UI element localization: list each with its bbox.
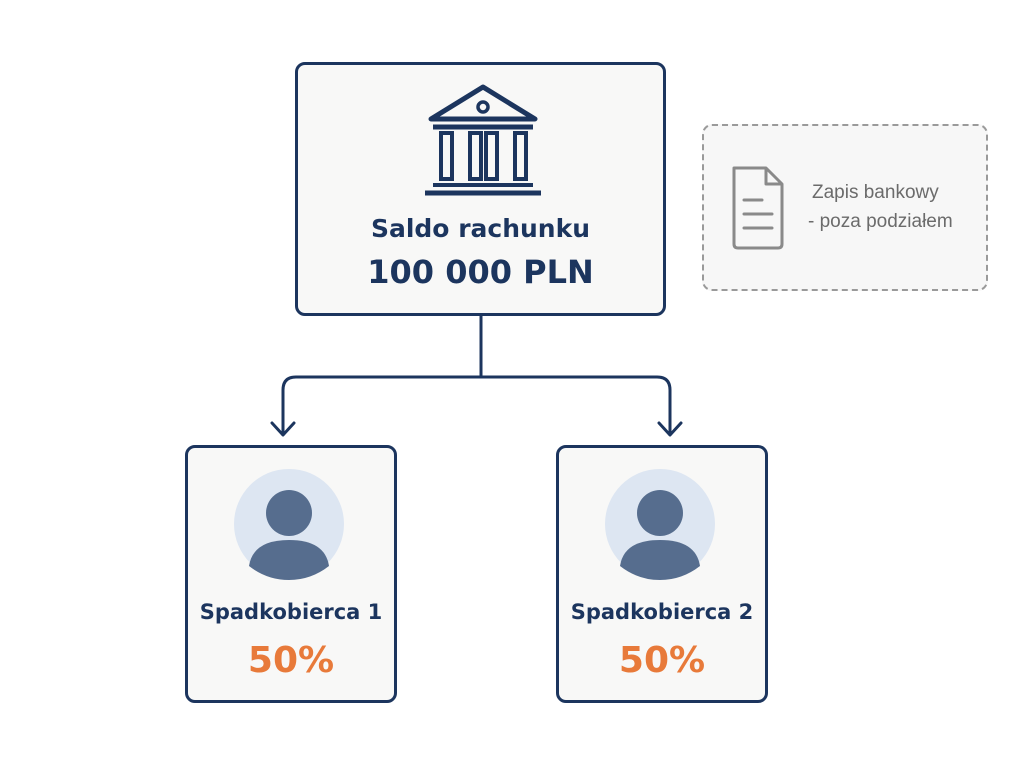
person-icon <box>605 469 715 580</box>
note-line-1: Zapis bankowy <box>812 182 939 203</box>
note-line-2: - poza podziałem <box>808 211 953 232</box>
bank-note-box: Zapis bankowy - poza podziałem <box>702 124 988 291</box>
document-icon <box>732 166 784 250</box>
heir-box-1: Spadkobierca 1 50% <box>185 445 397 703</box>
arrowhead-left <box>270 421 296 437</box>
connector-branch-left <box>281 375 481 433</box>
bank-icon <box>425 84 541 196</box>
heir-share-2: 50% <box>618 640 706 681</box>
heir-name-2: Spadkobierca 2 <box>570 600 754 624</box>
heir-box-2: Spadkobierca 2 50% <box>556 445 768 703</box>
heir-share-1: 50% <box>247 640 335 681</box>
account-balance-box: Saldo rachunku 100 000 PLN <box>295 62 666 316</box>
account-amount: 100 000 PLN <box>367 253 594 291</box>
connector-branch-right <box>481 375 672 433</box>
heir-name-1: Spadkobierca 1 <box>199 600 383 624</box>
account-label: Saldo rachunku <box>370 214 591 243</box>
arrowhead-right <box>657 421 683 437</box>
person-icon <box>234 469 344 580</box>
